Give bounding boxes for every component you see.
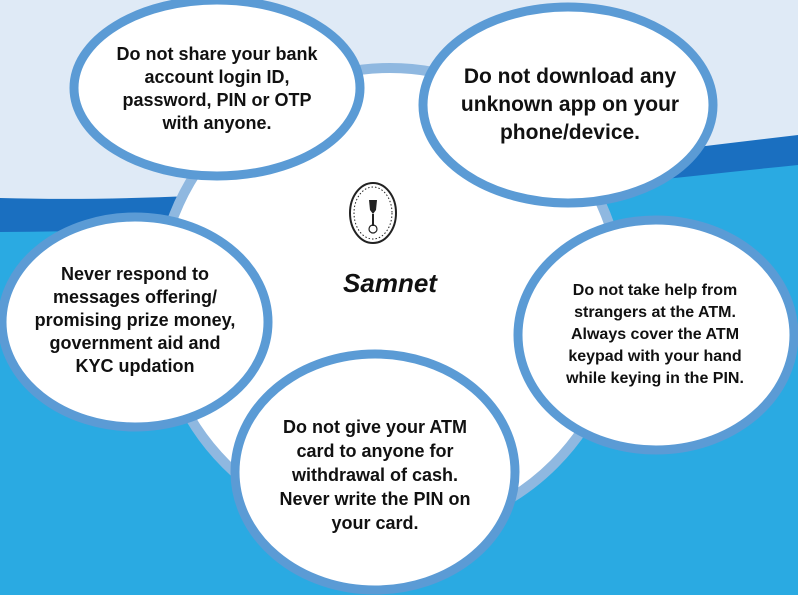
tip-unknown-app: Do not download any unknown app on your …: [460, 65, 680, 144]
bubble-shape: [69, 0, 365, 181]
tip-atm-strangers: Do not take help from strangers at the A…: [566, 282, 744, 387]
tip-prize-messages: Never respond to messages offering/ prom…: [34, 263, 236, 376]
bubble-shape: [230, 349, 520, 595]
bubble-shape: [418, 2, 718, 208]
tip-atm-card: Do not give your ATM card to anyone for …: [279, 417, 471, 533]
brand-name: Samnet: [343, 268, 437, 298]
samta-bank-logo: [349, 182, 397, 244]
tip-share-credentials: Do not share your bank account login ID,…: [116, 44, 318, 133]
bubble-shape: [513, 215, 798, 455]
bubble-shape: [0, 212, 273, 432]
